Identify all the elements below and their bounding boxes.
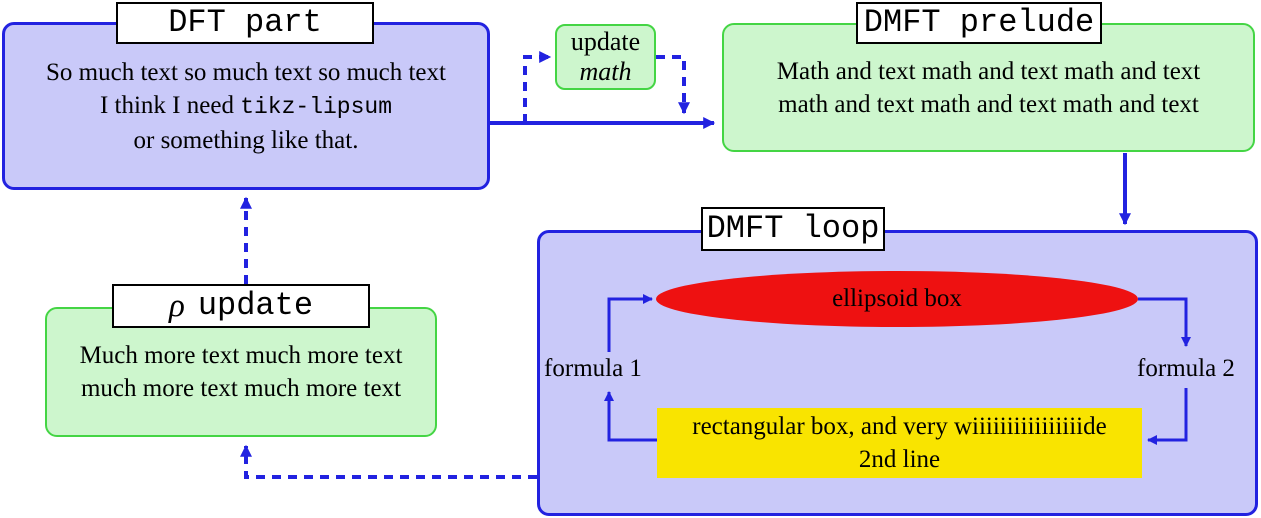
rho-symbol: ρ xyxy=(168,288,185,324)
rectangular-box-line-1: rectangular box, and very wiiiiiiiiiiiii… xyxy=(692,413,1107,440)
formula-2-label: formula 2 xyxy=(1137,355,1235,382)
update-math-line-1: update xyxy=(570,27,641,56)
rho-line-1: Much more text much more text xyxy=(79,342,403,369)
arrow-dashed-from-update-math xyxy=(656,55,690,115)
arrow-dashed-to-update-math xyxy=(523,51,552,123)
dmft-prelude-box: Math and text math and text math and tex… xyxy=(722,23,1255,152)
prelude-line-2: math and text math and text math and tex… xyxy=(778,90,1199,118)
rho-update-title: ρ update xyxy=(112,284,370,328)
rectangular-box: rectangular box, and very wiiiiiiiiiiiii… xyxy=(657,408,1142,478)
dft-line-3: or something like that. xyxy=(133,126,359,154)
dmft-prelude-title: DMFT prelude xyxy=(856,2,1102,44)
rectangular-box-line-2: 2nd line xyxy=(858,446,941,473)
ellipsoid-box: ellipsoid box xyxy=(656,271,1138,327)
dft-part-title: DFT part xyxy=(116,2,374,44)
ellipsoid-box-label: ellipsoid box xyxy=(832,285,962,312)
dft-part-box: So much text so much text so much text I… xyxy=(2,22,490,190)
dmft-prelude-text: Math and text math and text math and tex… xyxy=(777,55,1201,121)
dmft-loop-title: DMFT loop xyxy=(701,207,885,251)
rho-update-title-text: update xyxy=(197,287,314,324)
dft-line-2: I think I need tikz-lipsum xyxy=(99,91,393,120)
tikz-lipsum-code: tikz-lipsum xyxy=(240,93,393,120)
arrow-loop-to-rho xyxy=(240,444,537,479)
dft-line-1: So much text so much text so much text xyxy=(46,58,446,86)
update-math-line-2: math xyxy=(579,57,632,86)
dft-part-text: So much text so much text so much text I… xyxy=(46,56,446,157)
update-math-box: update math xyxy=(555,24,656,90)
rho-line-2: much more text much more text xyxy=(80,375,402,402)
prelude-line-1: Math and text math and text math and tex… xyxy=(776,57,1201,85)
rho-update-text: Much more text much more text much more … xyxy=(80,339,403,405)
formula-1-label: formula 1 xyxy=(544,355,642,382)
rho-update-box: Much more text much more text much more … xyxy=(45,307,437,437)
